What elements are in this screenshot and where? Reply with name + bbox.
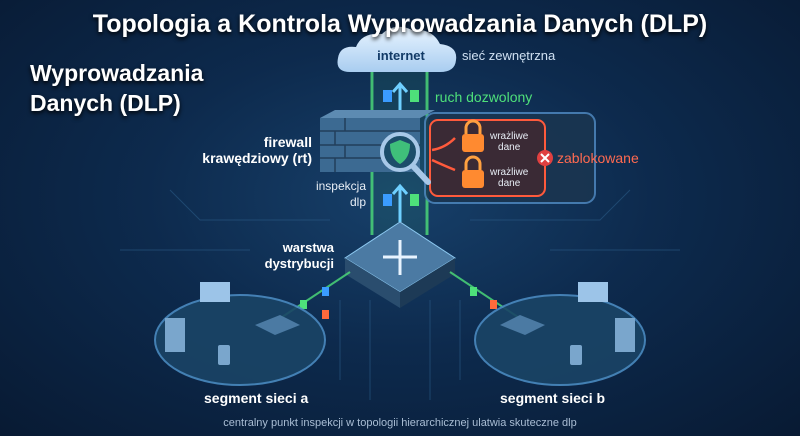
server-icon (615, 318, 635, 352)
magnifier-shield-icon (380, 132, 431, 185)
up-arrow-icon (391, 183, 409, 222)
page-title: Topologia a Kontrola Wyprowadzania Danyc… (92, 10, 708, 38)
segment-a-label: segment sieci a (204, 390, 309, 406)
inspection-label: inspekcja dlp (316, 178, 366, 210)
subtitle-line: Wyprowadzania (30, 60, 204, 86)
segment-b-label: segment sieci b (500, 390, 606, 406)
laptop-icon (578, 282, 608, 302)
internet-caption: sieć zewnętrzna (462, 48, 556, 63)
sensitive-line: dane (498, 142, 521, 153)
server-icon (165, 318, 185, 352)
lock-icon (462, 119, 484, 152)
document-icon (410, 90, 419, 102)
document-icon (383, 194, 392, 206)
blocked-x-icon (537, 150, 553, 166)
distribution-line: dystrybucji (264, 256, 334, 271)
inspection-line: inspekcja (315, 179, 366, 193)
laptop-icon (200, 282, 230, 302)
phone-icon (570, 345, 582, 365)
segment-b (474, 282, 646, 386)
firewall-line: krawędziowy (rt) (202, 150, 312, 166)
firewall-icon (320, 110, 435, 172)
inspection-line: dlp (349, 195, 366, 209)
distribution-switch-icon (344, 221, 456, 308)
circuit-lines (120, 189, 680, 400)
firewall-line: firewall (263, 134, 312, 150)
phone-icon (218, 345, 230, 365)
distribution-line: warstwa (282, 240, 334, 255)
blocked-label: zablokowane (557, 150, 639, 166)
internet-cloud-icon (337, 26, 457, 72)
sensitive-line: wrażliwe (490, 131, 529, 142)
sensitive-line: wrażliwe (490, 167, 529, 178)
sensitive-line: dane (498, 178, 521, 189)
switch-icon (500, 315, 545, 335)
packet-icons (300, 287, 497, 319)
lock-icon (462, 155, 484, 188)
segment-a (154, 282, 326, 386)
allowed-traffic-label: ruch dozwolony (435, 89, 533, 105)
document-icon (410, 194, 419, 206)
switch-icon (255, 315, 300, 335)
subtitle-line: Danych (DLP) (30, 90, 181, 116)
internet-label: internet (377, 48, 425, 63)
footer-caption: centralny punkt inspekcji w topologii hi… (223, 417, 577, 429)
document-icon (383, 90, 392, 102)
blocked-arrows (431, 137, 456, 172)
